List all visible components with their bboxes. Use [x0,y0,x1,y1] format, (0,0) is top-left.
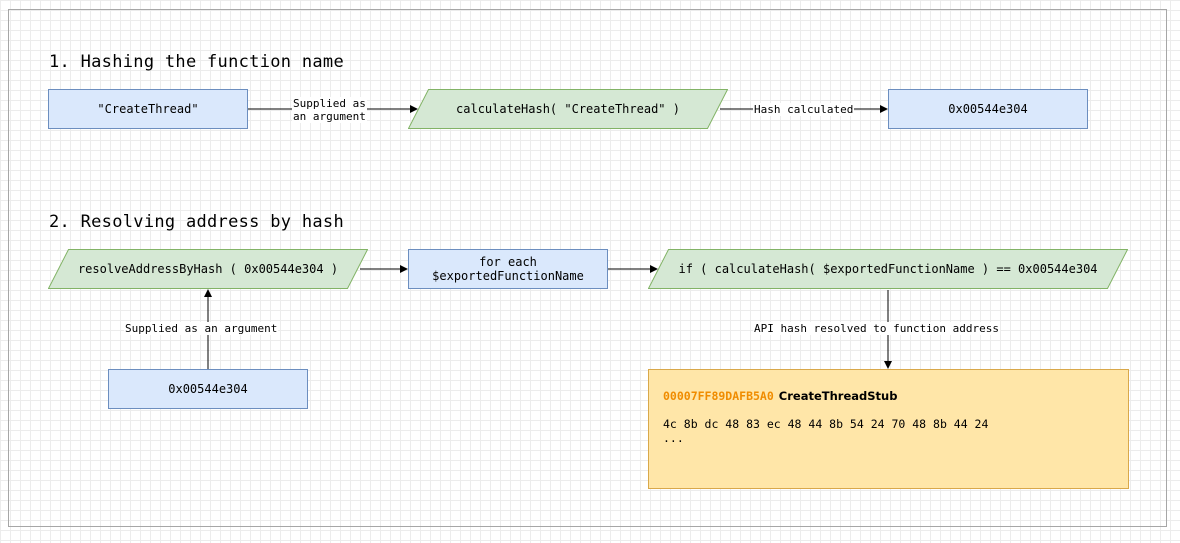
loop-line-2: $exportedFunctionName [432,269,584,283]
edge-label-line-2: an argument [293,110,366,123]
argument-hash-box: 0x00544e304 [108,369,308,409]
input-function-name-text: "CreateThread" [97,102,199,116]
resolved-address: 00007FF89DAFB5A0 [663,389,774,403]
condition-text: if ( calculateHash( $exportedFunctionNam… [678,262,1098,276]
diagram-frame [8,9,1167,527]
calculate-hash-text: calculateHash( "CreateThread" ) [456,102,680,116]
resolved-function-header: 00007FF89DAFB5A0 CreateThreadStub [663,389,1114,403]
input-function-name-box: "CreateThread" [48,89,248,129]
edge-label-api-resolved: API hash resolved to function address [753,322,1001,335]
section-2-title: 2. Resolving address by hash [49,212,344,232]
loop-exports-box: for each $exportedFunctionName [408,249,608,289]
parallelogram-shape [48,249,368,289]
resolve-address-step: resolveAddressByHash ( 0x00544e304 ) [48,249,368,289]
resolve-address-text: resolveAddressByHash ( 0x00544e304 ) [77,262,339,276]
parallelogram-shape [408,89,728,129]
resolved-function-note: 00007FF89DAFB5A0 CreateThreadStub 4c 8b d… [648,369,1129,489]
edge-label-supplied-argument: Supplied as an argument [292,97,367,123]
resolved-function-ellipsis: ... [663,431,684,445]
calculate-hash-step: calculateHash( "CreateThread" ) [408,89,728,129]
loop-line-1: for each [479,255,537,269]
resolved-function-bytes: 4c 8b dc 48 83 ec 48 44 8b 54 24 70 48 8… [663,417,989,431]
hash-result-box: 0x00544e304 [888,89,1088,129]
resolved-function-name: CreateThreadStub [778,389,898,403]
edge-label-line-1: Supplied as [293,97,366,110]
condition-step: if ( calculateHash( $exportedFunctionNam… [648,249,1128,289]
section-1-title: 1. Hashing the function name [49,52,344,72]
parallelogram-shape [648,249,1128,289]
hash-result-text: 0x00544e304 [948,102,1028,116]
edge-label-hash-calculated: Hash calculated [753,103,855,116]
edge-label-supplied-as-argument: Supplied as an argument [124,322,279,335]
argument-hash-text: 0x00544e304 [168,382,248,396]
